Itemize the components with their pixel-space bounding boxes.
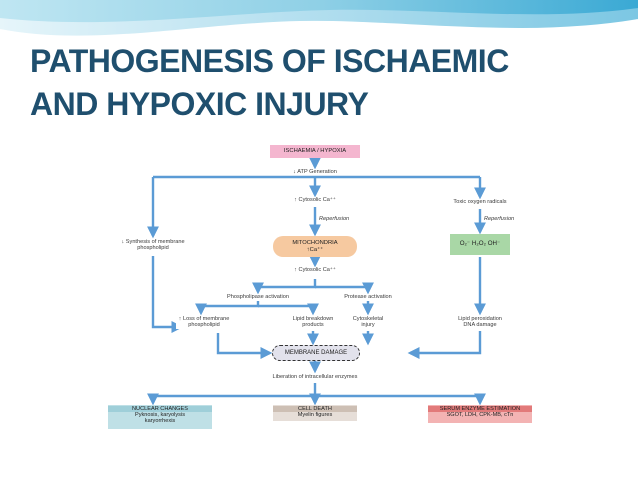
lipid-peroxidation-dna-damage: Lipid peroxidation DNA damage — [448, 316, 512, 329]
liberation-intracellular-enzymes: Liberation of intracellular enzymes — [258, 374, 372, 381]
cytosolic-ca-1: ↑ Cytosolic Ca⁺⁺ — [288, 197, 342, 204]
reperfusion-right: Reperfusion — [484, 216, 515, 222]
oxygen-radicals-box: O₂⁻ H₂O₂ OH⁻ — [450, 234, 510, 255]
slide-title: PATHOGENESIS OF ISCHAEMIC AND HYPOXIC IN… — [30, 40, 630, 126]
title-line-2: AND HYPOXIC INJURY — [30, 86, 369, 122]
lipid-breakdown-products: Lipid breakdown products — [288, 316, 338, 329]
cytoskeletal-injury: Cytoskeletal injury — [346, 316, 390, 329]
mitochondria-box: MITOCHONDRIA ↑Ca⁺⁺ — [273, 236, 357, 257]
toxic-oxygen-radicals: Toxic oxygen radicals — [443, 199, 517, 206]
cell-death-heading: CELL DEATH — [273, 406, 357, 413]
synthesis-membrane-phospholipid: ↓ Synthesis of membrane phospholipid — [120, 239, 186, 252]
reperfusion-left: Reperfusion — [319, 216, 350, 222]
cell-death-box: CELL DEATH Myelin figures — [273, 405, 357, 421]
ischaemia-label: ISCHAEMIA / HYPOXIA — [283, 148, 347, 155]
nuclear-changes-box: NUCLEAR CHANGES Pyknosis, karyolysis kar… — [108, 405, 212, 429]
cytosolic-ca-2: ↑ Cytosolic Ca⁺⁺ — [288, 267, 342, 274]
ischaemia-hypoxia-box: ISCHAEMIA / HYPOXIA — [270, 145, 360, 158]
protease-activation: Protease activation — [338, 294, 398, 301]
pathogenesis-flowchart: ISCHAEMIA / HYPOXIA ↓ ATP Generation ↑ C… — [98, 133, 540, 440]
serum-enzyme-box: SERUM ENZYME ESTIMATION SGOT, LDH, CPK-M… — [428, 405, 532, 423]
membrane-damage-box: MEMBRANE DAMAGE — [272, 345, 360, 361]
atp-generation: ↓ ATP Generation — [288, 169, 342, 176]
phospholipase-activation: Phospholipase activation — [222, 294, 294, 301]
flowchart-connectors — [147, 157, 486, 406]
serum-enzyme-heading: SERUM ENZYME ESTIMATION — [428, 406, 532, 413]
loss-membrane-phospholipid: ↑ Loss of membrane phospholipid — [176, 316, 232, 329]
nuclear-changes-heading: NUCLEAR CHANGES — [108, 406, 212, 413]
title-line-1: PATHOGENESIS OF ISCHAEMIC — [30, 43, 509, 79]
